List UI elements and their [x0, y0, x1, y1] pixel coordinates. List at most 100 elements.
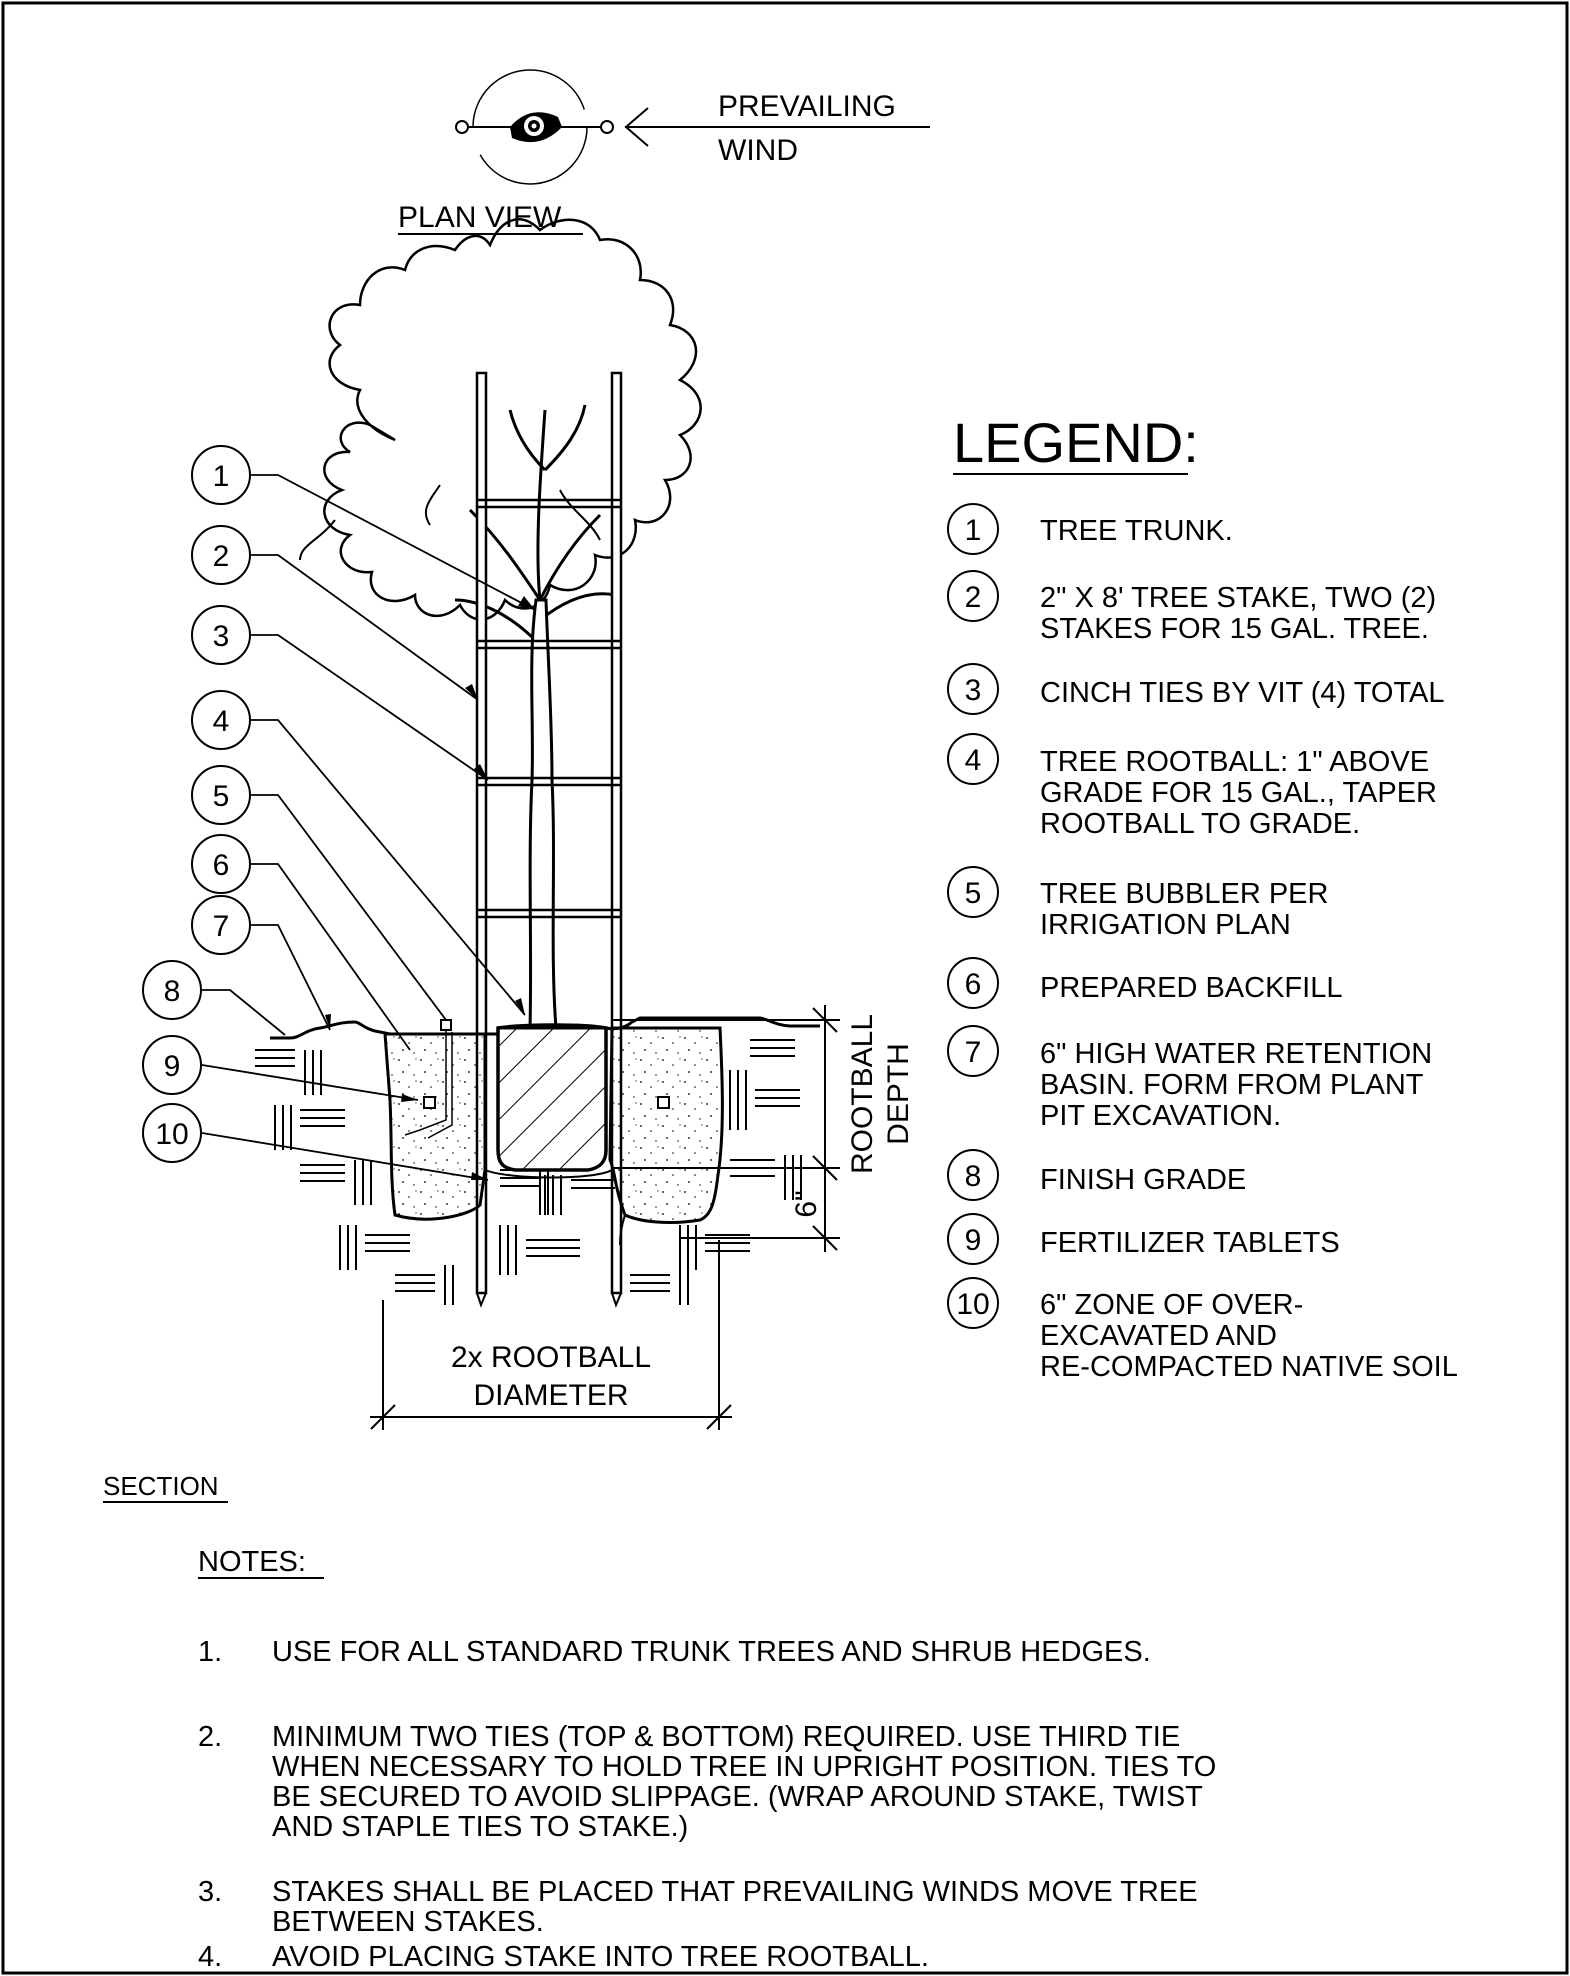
rootball-depth-dimension — [612, 1005, 840, 1252]
svg-text:2" X 8' TREE STAKE, TWO (2): 2" X 8' TREE STAKE, TWO (2) — [1040, 582, 1436, 614]
svg-text:9: 9 — [164, 1050, 181, 1083]
plan-view-title: PLAN VIEW — [398, 201, 562, 234]
svg-text:4: 4 — [213, 705, 230, 738]
svg-text:TREE ROOTBALL: 1" ABOVE: TREE ROOTBALL: 1" ABOVE — [1040, 746, 1429, 778]
callout-bubble-2: 2 — [191, 525, 251, 585]
callout-bubble-10: 10 — [142, 1103, 202, 1163]
svg-text:BETWEEN STAKES.: BETWEEN STAKES. — [272, 1906, 544, 1938]
callout-bubble-5: 5 — [191, 765, 251, 825]
cinch-ties — [478, 498, 620, 919]
diameter-dimension — [370, 1240, 732, 1430]
legend-item-5: 5 TREE BUBBLER PER IRRIGATION PLAN — [947, 866, 1328, 941]
stake-left-plan-icon — [455, 120, 469, 134]
legend-item-10: 10 6" ZONE OF OVER- EXCAVATED AND RE-COM… — [947, 1277, 1458, 1383]
svg-text:8: 8 — [965, 1160, 982, 1193]
finish-grade-line — [270, 1016, 820, 1040]
legend-item-9: 9 FERTILIZER TABLETS — [947, 1213, 1340, 1265]
note-item-2: 2. MINIMUM TWO TIES (TOP & BOTTOM) REQUI… — [198, 1721, 1216, 1843]
section-drawing: 1 2 3 4 5 6 7 8 9 10 ROOTBALL DEPTH 6" — [103, 218, 915, 1503]
svg-text:6: 6 — [965, 968, 982, 1001]
svg-text:PIT EXCAVATION.: PIT EXCAVATION. — [1040, 1100, 1281, 1132]
svg-text:1: 1 — [965, 514, 982, 547]
tree-rootball — [496, 1023, 608, 1172]
svg-text:1.: 1. — [198, 1636, 222, 1668]
legend-item-6: 6 PREPARED BACKFILL — [947, 957, 1342, 1009]
legend-item-1: 1 TREE TRUNK. — [947, 503, 1233, 555]
six-inch-label: 6" — [790, 1190, 823, 1217]
svg-text:10: 10 — [956, 1288, 989, 1321]
stake-right-plan-icon — [600, 120, 614, 134]
svg-text:5: 5 — [213, 780, 230, 813]
wind-arrow-icon — [624, 107, 930, 147]
svg-text:PREPARED BACKFILL: PREPARED BACKFILL — [1040, 972, 1342, 1004]
callout-bubble-9: 9 — [142, 1035, 202, 1095]
svg-text:4: 4 — [965, 744, 982, 777]
tree-bubbler-icon — [440, 1019, 452, 1031]
svg-text:7: 7 — [213, 910, 230, 943]
note-item-1: 1. USE FOR ALL STANDARD TRUNK TREES AND … — [198, 1636, 1151, 1668]
legend-item-4: 4 TREE ROOTBALL: 1" ABOVE GRADE FOR 15 G… — [947, 733, 1437, 840]
wind-label-line2: WIND — [718, 134, 798, 167]
svg-text:3: 3 — [213, 620, 230, 653]
fertilizer-tablet-left-icon — [423, 1096, 436, 1109]
svg-text:IRRIGATION PLAN: IRRIGATION PLAN — [1040, 909, 1291, 941]
svg-text:6" ZONE OF OVER-: 6" ZONE OF OVER- — [1040, 1289, 1303, 1321]
svg-text:STAKES SHALL BE PLACED THAT PR: STAKES SHALL BE PLACED THAT PREVAILING W… — [272, 1876, 1198, 1908]
svg-text:AVOID PLACING STAKE INTO TREE: AVOID PLACING STAKE INTO TREE ROOTBALL. — [272, 1941, 929, 1973]
svg-text:AND STAPLE TIES TO STAKE.): AND STAPLE TIES TO STAKE.) — [272, 1811, 688, 1843]
callout-bubble-1: 1 — [191, 445, 251, 505]
legend-item-3: 3 CINCH TIES BY VIT (4) TOTAL — [947, 663, 1445, 715]
svg-text:9: 9 — [965, 1224, 982, 1257]
svg-text:3: 3 — [965, 674, 982, 707]
wind-label-line1: PREVAILING — [718, 90, 896, 123]
legend-item-7: 7 6" HIGH WATER RETENTION BASIN. FORM FR… — [947, 1025, 1432, 1132]
svg-text:RE-COMPACTED NATIVE SOIL: RE-COMPACTED NATIVE SOIL — [1040, 1351, 1458, 1383]
note-item-3: 3. STAKES SHALL BE PLACED THAT PREVAILIN… — [198, 1876, 1198, 1938]
svg-text:5: 5 — [965, 877, 982, 910]
svg-text:4.: 4. — [198, 1941, 222, 1973]
diameter-label-line2: DIAMETER — [473, 1379, 628, 1412]
eye-icon — [510, 112, 562, 143]
plan-view: PREVAILING WIND PLAN VIEW — [398, 69, 930, 235]
svg-text:1: 1 — [213, 460, 230, 493]
svg-text:EXCAVATED AND: EXCAVATED AND — [1040, 1320, 1277, 1352]
svg-text:3.: 3. — [198, 1876, 222, 1908]
svg-text:FINISH GRADE: FINISH GRADE — [1040, 1164, 1246, 1196]
callout-bubble-8: 8 — [142, 960, 202, 1020]
note-item-4: 4. AVOID PLACING STAKE INTO TREE ROOTBAL… — [198, 1941, 929, 1973]
fertilizer-tablet-right-icon — [657, 1096, 670, 1109]
callout-arrowheads — [325, 596, 535, 1180]
svg-text:MINIMUM TWO TIES (TOP & BOTTOM: MINIMUM TWO TIES (TOP & BOTTOM) REQUIRED… — [272, 1721, 1180, 1753]
svg-text:STAKES FOR 15 GAL. TREE.: STAKES FOR 15 GAL. TREE. — [1040, 613, 1429, 645]
callout-bubble-4: 4 — [191, 690, 251, 750]
svg-text:2: 2 — [213, 540, 230, 573]
prepared-backfill-right — [608, 1026, 724, 1224]
legend-item-2: 2 2" X 8' TREE STAKE, TWO (2) STAKES FOR… — [947, 570, 1436, 645]
svg-text:CINCH TIES BY VIT (4) TOTAL: CINCH TIES BY VIT (4) TOTAL — [1040, 677, 1445, 709]
legend-item-8: 8 FINISH GRADE — [947, 1149, 1246, 1201]
section-title: SECTION — [103, 1471, 219, 1501]
svg-text:8: 8 — [164, 975, 181, 1008]
svg-text:WHEN NECESSARY TO HOLD TREE IN: WHEN NECESSARY TO HOLD TREE IN UPRIGHT P… — [272, 1751, 1216, 1783]
callout-leaders — [201, 474, 536, 1181]
svg-text:2.: 2. — [198, 1721, 222, 1753]
svg-text:USE FOR ALL STANDARD TRUNK TRE: USE FOR ALL STANDARD TRUNK TREES AND SHR… — [272, 1636, 1151, 1668]
svg-text:ROOTBALL TO GRADE.: ROOTBALL TO GRADE. — [1040, 808, 1360, 840]
notes-title: NOTES: — [198, 1546, 306, 1578]
diameter-label-line1: 2x ROOTBALL — [451, 1341, 651, 1374]
svg-text:6" HIGH WATER RETENTION: 6" HIGH WATER RETENTION — [1040, 1038, 1432, 1070]
tree-canopy — [323, 218, 702, 621]
svg-text:GRADE FOR 15 GAL., TAPER: GRADE FOR 15 GAL., TAPER — [1040, 777, 1437, 809]
legend: LEGEND: 1 TREE TRUNK. 2 2" X 8' TREE STA… — [947, 411, 1458, 1383]
rootball-depth-label-line2: DEPTH — [882, 1043, 915, 1145]
svg-text:2: 2 — [965, 581, 982, 614]
callout-bubble-7: 7 — [191, 895, 251, 955]
svg-text:6: 6 — [213, 849, 230, 882]
callout-bubble-6: 6 — [191, 834, 251, 894]
prepared-backfill-left — [383, 1032, 487, 1221]
tree-trunk — [528, 598, 558, 1030]
svg-text:10: 10 — [155, 1118, 188, 1151]
callout-bubble-3: 3 — [191, 605, 251, 665]
